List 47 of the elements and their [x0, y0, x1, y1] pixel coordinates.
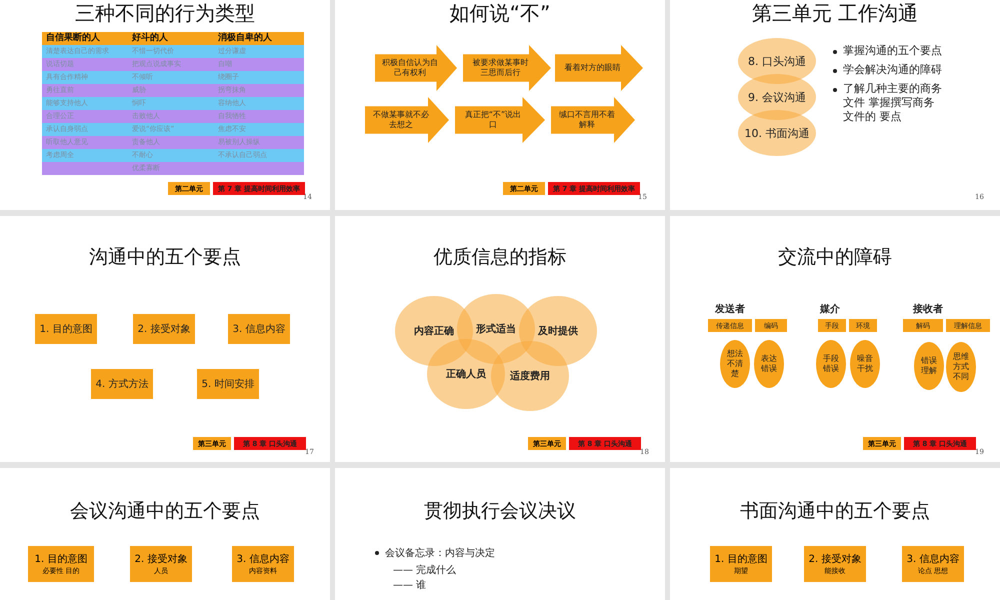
slide-title: 贯彻执行会议决议: [423, 499, 577, 524]
slide-title: 会议沟通中的五个要点: [69, 499, 261, 524]
bullet-text: 学会解决沟通的障碍: [843, 63, 943, 77]
arrow-shape: 缄口不言用不着解释: [551, 97, 635, 143]
oval-shape: 思维方式不同: [946, 342, 976, 392]
table-header: 好斗的人: [128, 32, 214, 45]
bullet-text: 了解几种主要的商务文件 掌握撰写商务文件的 要点: [843, 82, 943, 124]
slide-title: 如何说“不”: [448, 0, 552, 27]
slide-title: 三种不同的行为类型: [74, 0, 256, 27]
oval-shape: 手段错误: [816, 340, 846, 388]
oval-shape: 表达错误: [754, 340, 784, 388]
box-title: 1. 目的意图: [714, 552, 768, 566]
process-box: 1. 目的意图: [35, 314, 97, 344]
process-box: 4. 方式方法: [91, 369, 153, 399]
circle-shape: 及时提供: [519, 296, 597, 366]
process-box: 5. 时间安排: [197, 369, 259, 399]
arrow-shape: 不做某事就不必去想之: [365, 97, 449, 143]
column-heading: 发送者: [715, 302, 745, 316]
box-title: 3. 信息内容: [236, 552, 290, 566]
process-box: 3. 信息内容: [228, 314, 290, 344]
arrow-shape: 看着对方的眼睛: [555, 45, 643, 91]
box-title: 1. 目的意图: [34, 552, 88, 566]
slide-title: 优质信息的指标: [432, 245, 568, 270]
process-box: 2. 接受对象: [133, 314, 195, 344]
column-heading: 接收者: [913, 302, 943, 316]
bullet-text: —— 谁: [393, 578, 426, 592]
slide-title: 交流中的障碍: [777, 245, 893, 270]
box-title: 3. 信息内容: [906, 552, 960, 566]
slide-title: 第三单元 工作沟通: [750, 0, 920, 27]
slide-title: 书面沟通中的五个要点: [739, 499, 931, 524]
arrow-shape: 被要求做某事时三思而后行: [463, 45, 551, 91]
oval-shape: 10. 书面沟通: [738, 110, 816, 156]
oval-shape: 想法不清楚: [720, 340, 750, 388]
bullet-text: 会议备忘录：内容与决定: [385, 546, 495, 560]
box-title: 2. 接受对象: [134, 552, 188, 566]
oval-shape: 噪音干扰: [850, 340, 880, 388]
oval-shape: 错误理解: [914, 342, 944, 390]
circle-shape: 适度费用: [491, 341, 569, 411]
box-title: 2. 接受对象: [808, 552, 862, 566]
table-header: 自信果断的人: [42, 32, 128, 45]
column-heading: 媒介: [820, 302, 840, 316]
slide-title: 沟通中的五个要点: [88, 245, 242, 270]
arrow-shape: 积极自信认为自己有权利: [375, 45, 457, 91]
bullet-text: 掌握沟通的五个要点: [843, 44, 943, 58]
bullet-text: —— 完成什么: [393, 564, 456, 577]
table-header: 消极自卑的人: [214, 32, 304, 45]
arrow-shape: 真正把“不”说出口: [455, 97, 545, 143]
